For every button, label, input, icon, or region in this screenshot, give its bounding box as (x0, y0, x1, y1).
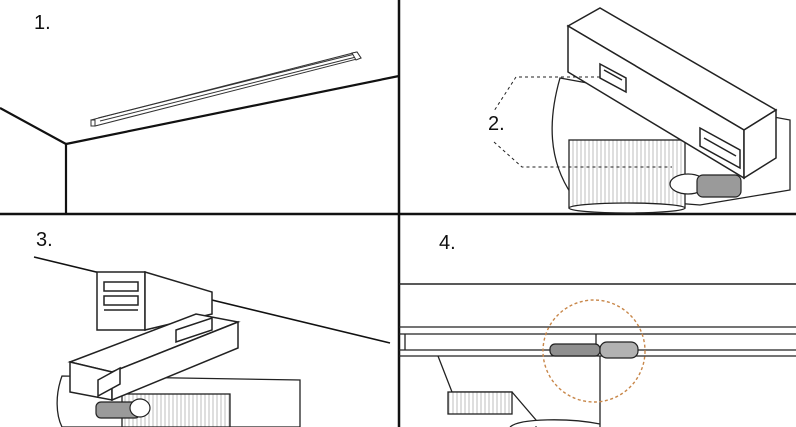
track-rail (90, 51, 362, 127)
locking-lever (549, 341, 639, 359)
step-1-label: 1. (34, 12, 51, 34)
ceiling-wall-corner (0, 74, 400, 214)
highlight-circle (542, 299, 646, 403)
step-2-label: 2. (488, 113, 505, 135)
panel-3-insert-adapter (33, 256, 391, 427)
adapter-body (437, 355, 601, 427)
panel-2-adapter (493, 7, 791, 214)
locking-lever (669, 173, 742, 198)
panel-1-ceiling-track (0, 51, 400, 214)
step-3-label: 3. (36, 229, 53, 251)
step-4-label: 4. (439, 232, 456, 254)
adapter-top-block (67, 313, 241, 402)
adapter-top-block (566, 7, 778, 180)
panel-4-locked-adapter (399, 283, 796, 427)
locking-lever (95, 398, 151, 419)
callout-leaders (493, 76, 672, 168)
